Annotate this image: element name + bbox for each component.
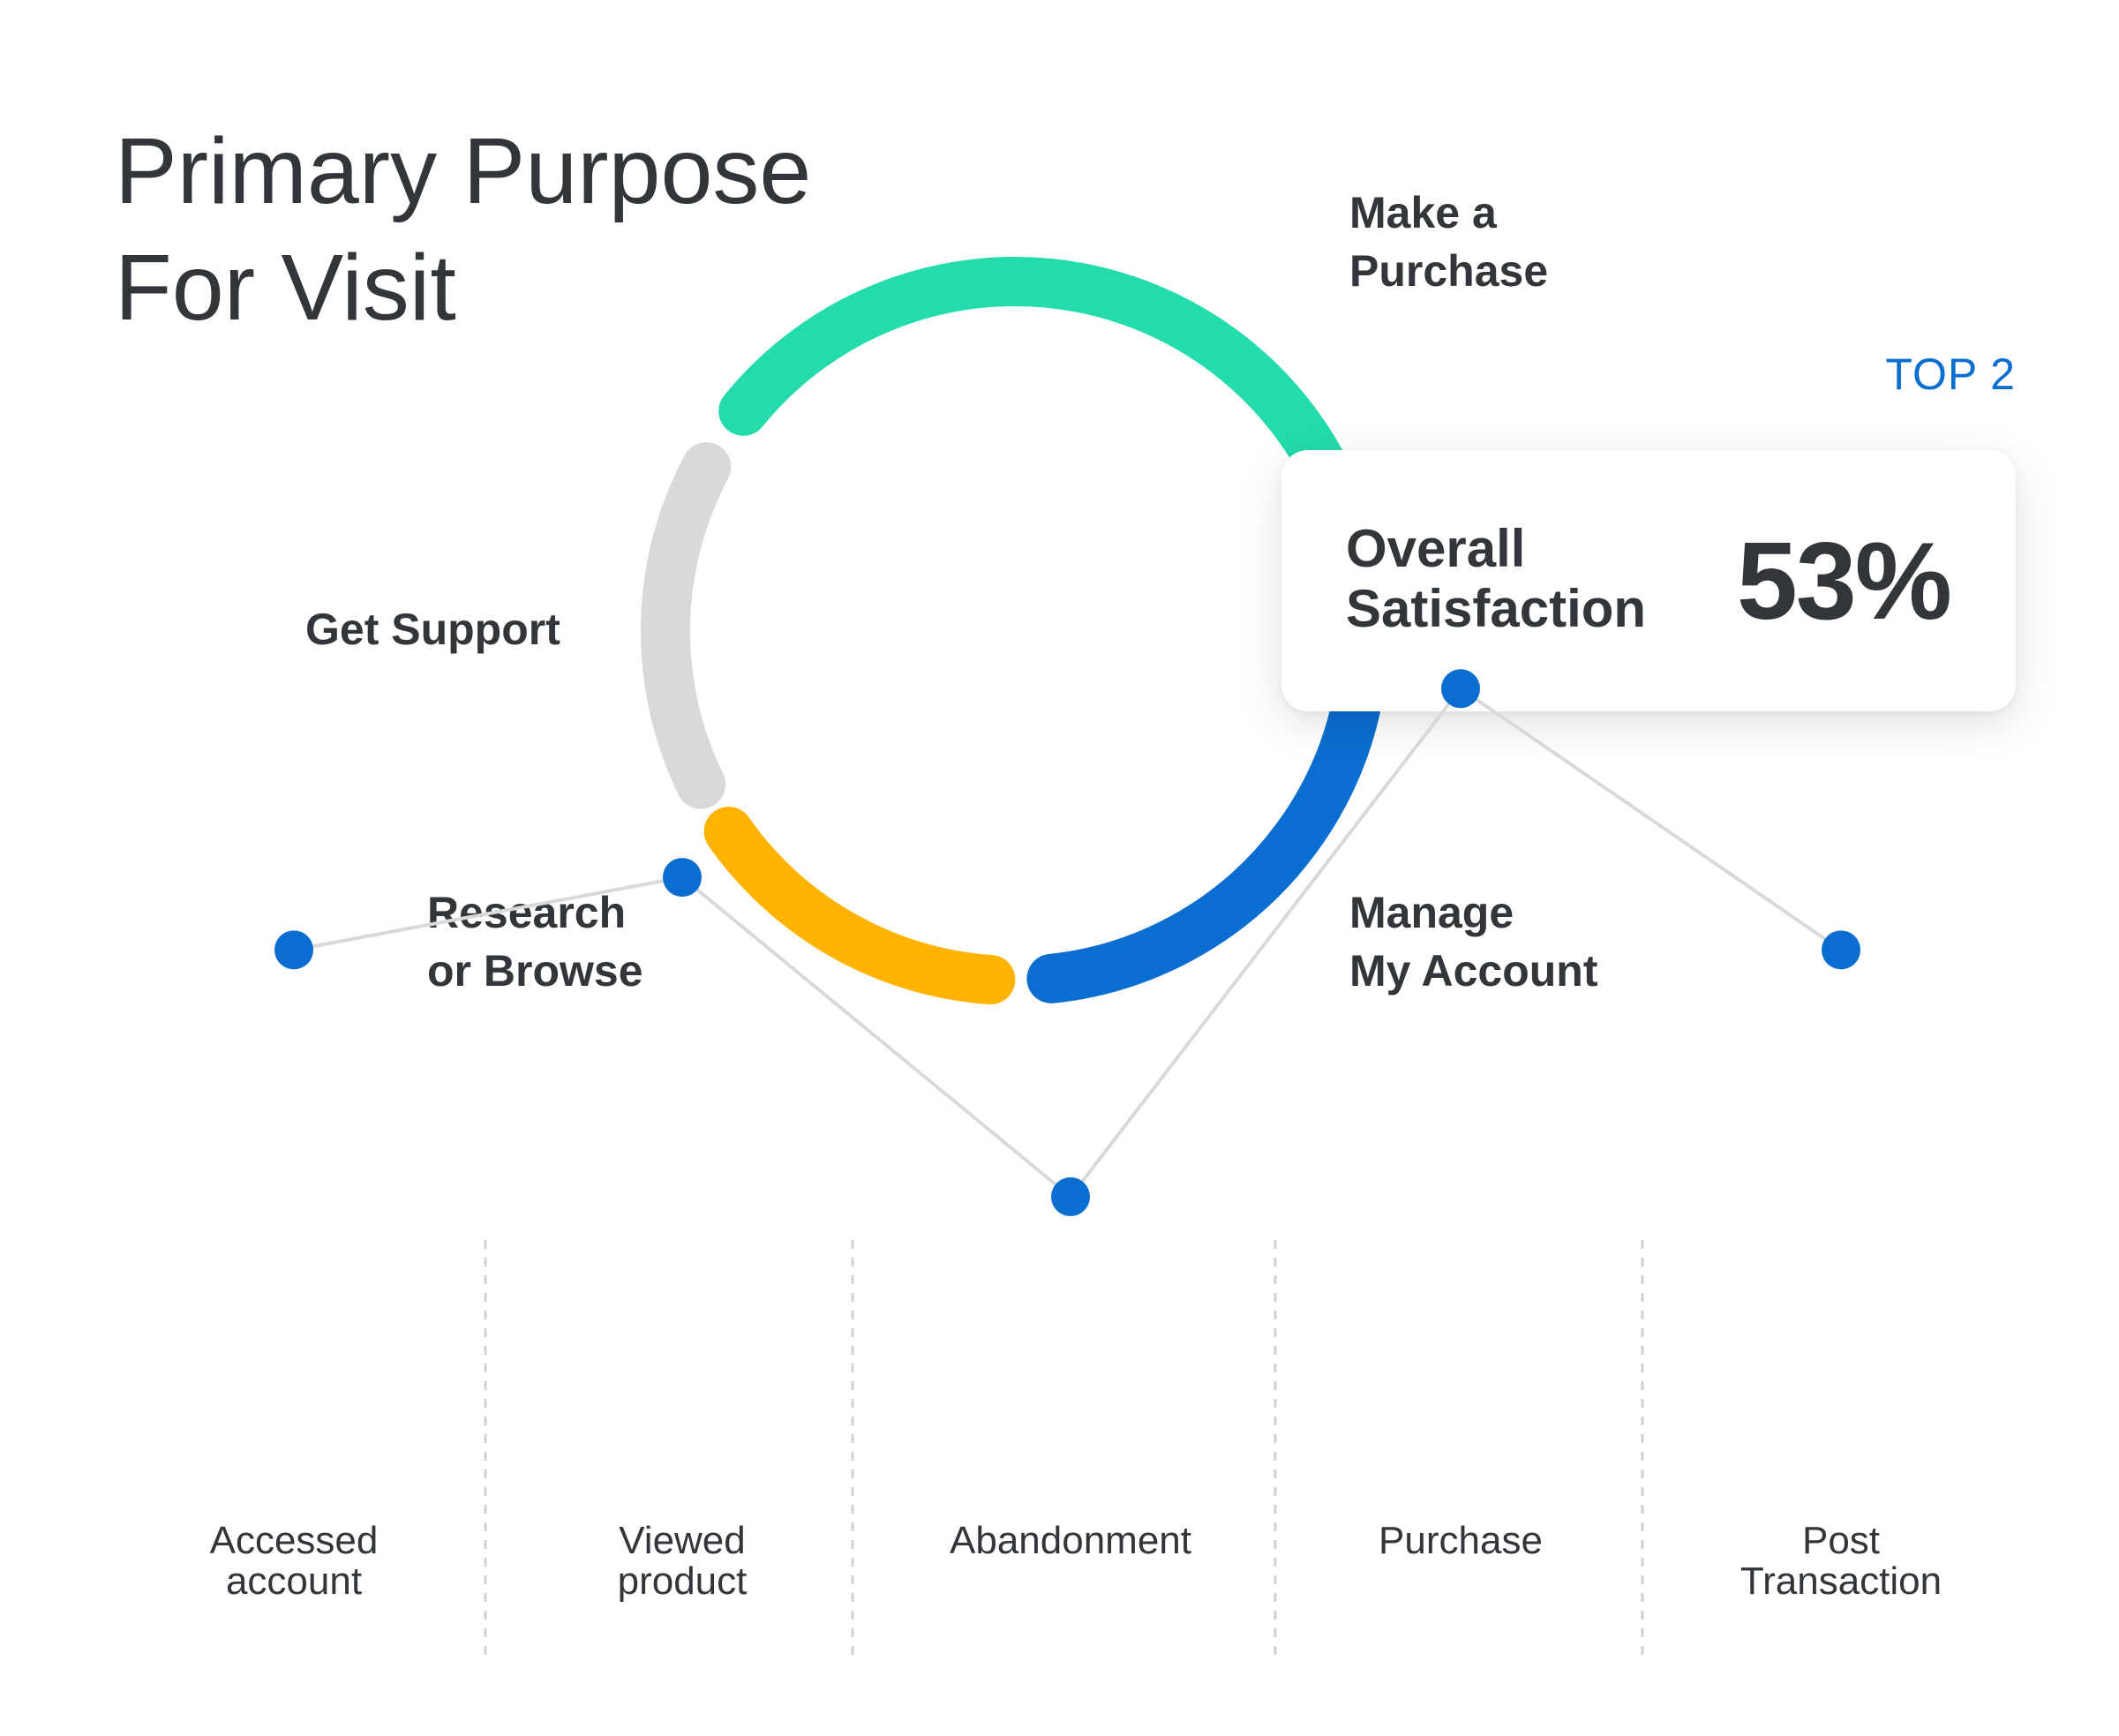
segment-label-research-browse-line-1: Research [427, 888, 627, 937]
segment-label-make-purchase-line-2: Purchase [1349, 246, 1549, 296]
segment-label-manage-account-line-1: Manage [1349, 888, 1514, 937]
segment-label-manage-account-line-2: My Account [1349, 946, 1598, 996]
journey-point-purchase [1441, 669, 1480, 709]
segment-label-make-purchase: Make a Purchase [1349, 184, 1548, 300]
journey-point-accessed-account [274, 930, 313, 970]
stage-label-line: Transaction [1740, 1559, 1942, 1603]
stage-label-line: product [617, 1559, 748, 1603]
stage-label-line: Abandonment [950, 1519, 1191, 1562]
satisfaction-card-label: Overall Satisfaction [1346, 519, 1646, 639]
segment-label-get-support-line-1: Get Support [305, 605, 560, 654]
satisfaction-card-value: 53% [1736, 521, 1952, 643]
stage-label-line: Purchase [1379, 1519, 1543, 1562]
top-2-label: TOP 2 [1885, 349, 2016, 399]
satisfaction-card-label-line-1: Overall [1346, 519, 1526, 578]
segment-label-research-browse: Research or Browse [427, 883, 643, 1000]
journey-line [293, 686, 1843, 1199]
chart-title-line-2: For Visit [115, 236, 456, 340]
journey-point-abandonment [1051, 1177, 1090, 1216]
stage-label-abandonment: Abandonment [929, 1521, 1212, 1561]
segment-label-make-purchase-line-1: Make a [1349, 188, 1497, 237]
donut-segment-get-support [641, 442, 732, 809]
donut-segment-research-or-browse [703, 807, 1016, 1005]
segment-label-research-browse-line-2: or Browse [427, 946, 643, 996]
stage-label-line: Accessed [209, 1519, 379, 1562]
satisfaction-card: Overall Satisfaction 53% [1281, 450, 2016, 711]
satisfaction-card-label-line-2: Satisfaction [1346, 579, 1647, 638]
stage-label-purchase: Purchase [1319, 1521, 1602, 1561]
chart-title-line-1: Primary Purpose [115, 119, 812, 223]
journey-point-viewed-product [663, 858, 702, 898]
segment-label-manage-account: Manage My Account [1349, 883, 1598, 1000]
stage-label-line: account [225, 1559, 363, 1603]
journey-point-post-transaction [1822, 930, 1860, 970]
donut-segment-make-a-purchase [718, 257, 1372, 548]
stage-label-line: Post [1801, 1519, 1881, 1562]
chart-title: Primary Purpose For Visit [115, 113, 909, 346]
stage-label-line: Viewed [619, 1519, 746, 1562]
segment-label-get-support: Get Support [305, 600, 560, 658]
